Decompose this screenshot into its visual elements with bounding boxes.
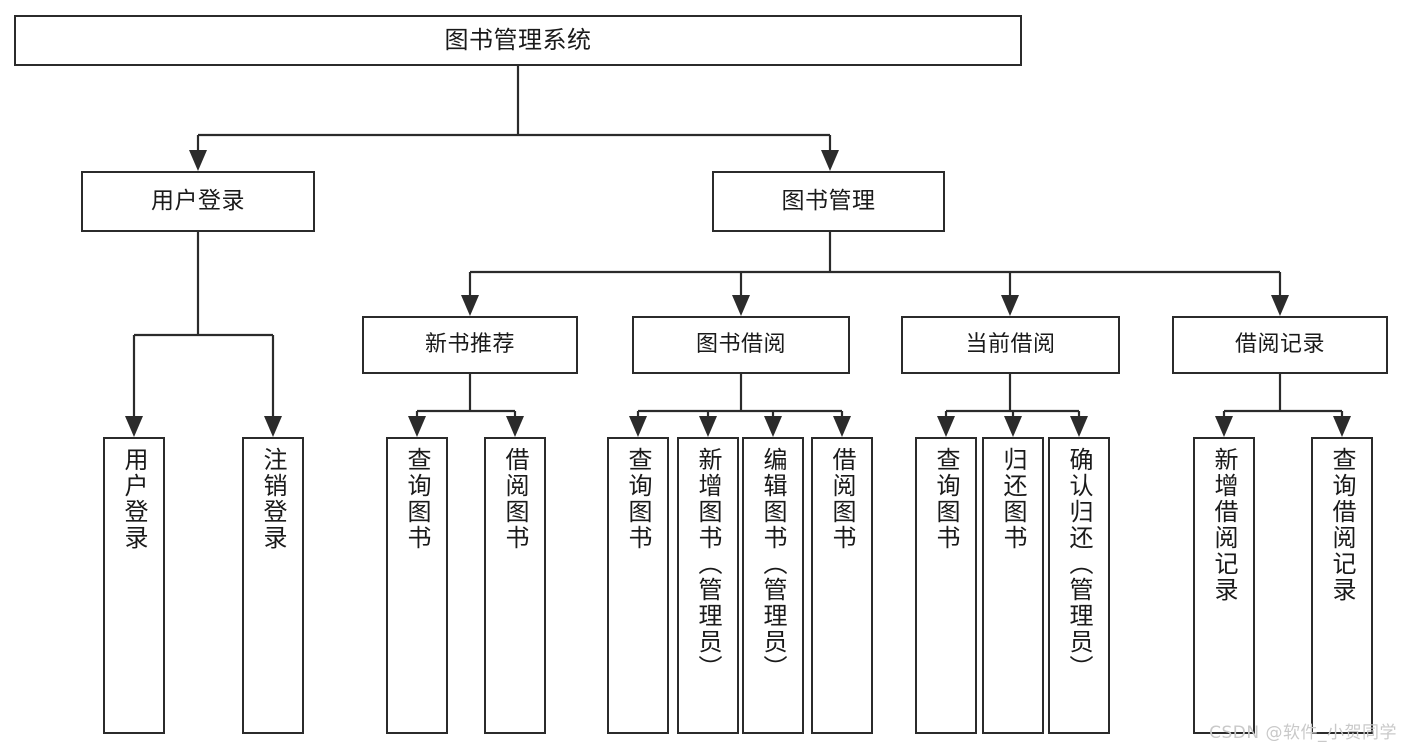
leaf-node-label: 查询图书 (932, 447, 960, 551)
leaf-node-label: 用户登录 (120, 447, 148, 551)
leaf-node[interactable]: 查询图书 (915, 437, 977, 734)
node-book-borrow[interactable]: 图书借阅 (632, 316, 850, 374)
leaf-node[interactable]: 归还图书 (982, 437, 1044, 734)
node-borrow-record-label: 借阅记录 (1234, 331, 1325, 357)
node-current-borrow-label: 当前借阅 (965, 331, 1056, 357)
node-root-label: 图书管理系统 (444, 26, 592, 55)
leaf-node[interactable]: 借阅图书 (484, 437, 546, 734)
arrow-borrow-leaf-4 (833, 416, 851, 437)
arrow-user-leaf-1 (125, 416, 143, 437)
node-current-borrow[interactable]: 当前借阅 (901, 316, 1120, 374)
arrow-to-book-manage (821, 150, 839, 171)
watermark-text: CSDN @软件_小贺同学 (1209, 723, 1397, 743)
arrow-record-leaf-2 (1333, 416, 1351, 437)
arrow-to-borrow-record (1271, 295, 1289, 316)
leaf-node-label: 确认归还（管理员） (1065, 447, 1093, 681)
leaf-node-label: 归还图书 (999, 447, 1027, 551)
leaf-node[interactable]: 新增图书（管理员） (677, 437, 739, 734)
arrow-borrow-leaf-2 (699, 416, 717, 437)
node-new-book-recommend[interactable]: 新书推荐 (362, 316, 578, 374)
leaf-node[interactable]: 编辑图书（管理员） (742, 437, 804, 734)
arrow-current-leaf-1 (937, 416, 955, 437)
leaf-node-label: 新增借阅记录 (1210, 447, 1238, 603)
leaf-node-label: 借阅图书 (501, 447, 529, 551)
node-borrow-record[interactable]: 借阅记录 (1172, 316, 1388, 374)
leaf-node[interactable]: 用户登录 (103, 437, 165, 734)
arrow-user-leaf-2 (264, 416, 282, 437)
arrow-record-leaf-1 (1215, 416, 1233, 437)
leaf-node[interactable]: 注销登录 (242, 437, 304, 734)
arrow-new-leaf-1 (408, 416, 426, 437)
leaf-node[interactable]: 确认归还（管理员） (1048, 437, 1110, 734)
arrow-to-borrow-book (732, 295, 750, 316)
leaf-node-label: 查询图书 (403, 447, 431, 551)
node-user-login[interactable]: 用户登录 (81, 171, 315, 232)
node-new-book-recommend-label: 新书推荐 (424, 331, 515, 357)
leaf-node[interactable]: 查询图书 (607, 437, 669, 734)
node-book-borrow-label: 图书借阅 (695, 331, 786, 357)
node-root[interactable]: 图书管理系统 (14, 15, 1022, 66)
node-book-management-label: 图书管理 (781, 187, 876, 214)
leaf-node[interactable]: 查询图书 (386, 437, 448, 734)
leaf-node-label: 借阅图书 (828, 447, 856, 551)
leaf-node[interactable]: 新增借阅记录 (1193, 437, 1255, 734)
arrow-current-leaf-3 (1070, 416, 1088, 437)
leaf-node-label: 查询借阅记录 (1328, 447, 1356, 603)
leaf-node-label: 注销登录 (259, 447, 287, 551)
leaf-node[interactable]: 查询借阅记录 (1311, 437, 1373, 734)
leaf-node-label: 查询图书 (624, 447, 652, 551)
arrow-to-new-book (461, 295, 479, 316)
arrow-current-leaf-2 (1004, 416, 1022, 437)
node-user-login-label: 用户登录 (151, 187, 245, 214)
leaf-node-label: 编辑图书（管理员） (759, 447, 787, 681)
arrow-to-user-login (189, 150, 207, 171)
leaf-node[interactable]: 借阅图书 (811, 437, 873, 734)
arrow-borrow-leaf-1 (629, 416, 647, 437)
arrow-to-current-borrow (1001, 295, 1019, 316)
leaf-node-label: 新增图书（管理员） (694, 447, 722, 681)
arrow-borrow-leaf-3 (764, 416, 782, 437)
node-book-management[interactable]: 图书管理 (712, 171, 945, 232)
arrow-new-leaf-2 (506, 416, 524, 437)
